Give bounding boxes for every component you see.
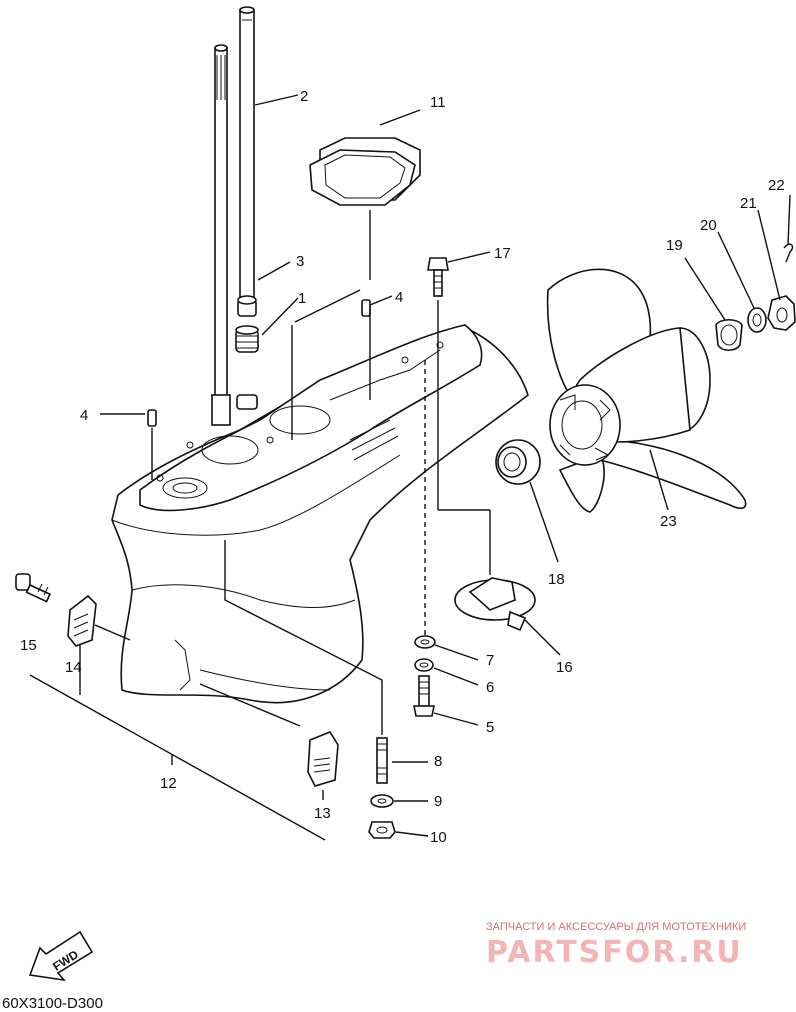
grommet-13	[307, 731, 339, 787]
callout-18: 18	[548, 571, 565, 588]
drive-shaft	[239, 6, 255, 301]
stud-bolt-8	[376, 737, 388, 784]
cotter-pin-22	[783, 243, 794, 263]
callout-3: 3	[296, 253, 304, 270]
callout-labels: 1 2 3 4 4 5 6 7 8 9 10 11 12 13 14 15 16…	[20, 88, 785, 846]
gasket	[309, 137, 421, 206]
bolt-5	[413, 675, 435, 717]
trim-tab-16	[454, 577, 536, 632]
anode-18	[495, 439, 541, 485]
callout-1: 1	[298, 290, 306, 307]
callout-21: 21	[740, 195, 757, 212]
washer-9	[370, 794, 394, 808]
callout-22: 22	[768, 177, 785, 194]
bolt-15	[15, 573, 52, 603]
bolt-17	[427, 257, 449, 297]
nut-10	[368, 821, 396, 839]
watermark-brand: PARTSFOR.RU	[486, 935, 743, 970]
watermark: ЗАПЧАСТИ И АКСЕССУАРЫ ДЛЯ МОТОТЕХНИКИ PA…	[486, 921, 746, 970]
callout-4b: 4	[80, 407, 88, 424]
callout-17: 17	[494, 245, 511, 262]
callout-16: 16	[556, 659, 573, 676]
fwd-arrow-icon: FWD	[28, 930, 94, 982]
leader-lines	[29, 94, 791, 841]
callout-6: 6	[486, 679, 494, 696]
spacer-19	[715, 318, 743, 352]
washer-20	[747, 307, 767, 333]
oil-seal	[235, 325, 259, 353]
callout-23: 23	[660, 513, 677, 530]
lower-case-housing	[111, 324, 529, 704]
grommet-14	[67, 594, 97, 647]
callout-8: 8	[434, 753, 442, 770]
seal-housing	[236, 394, 258, 410]
callout-14: 14	[65, 659, 82, 676]
callout-4a: 4	[395, 289, 403, 306]
callout-5: 5	[486, 719, 494, 736]
diagram-code: 60X3100-D300	[2, 995, 103, 1012]
shift-rod	[211, 44, 231, 426]
watermark-tagline: ЗАПЧАСТИ И АКСЕССУАРЫ ДЛЯ МОТОТЕХНИКИ	[486, 921, 746, 933]
callout-19: 19	[666, 237, 683, 254]
propeller-23	[546, 268, 747, 513]
callout-15: 15	[20, 637, 37, 654]
callout-13: 13	[314, 805, 331, 822]
nut-21	[767, 295, 796, 331]
bushing	[237, 295, 257, 317]
callout-10: 10	[430, 829, 447, 846]
washer-7	[414, 635, 436, 649]
callout-12: 12	[160, 775, 177, 792]
callout-7: 7	[486, 652, 494, 669]
spring-washer-6	[414, 658, 434, 672]
callout-20: 20	[700, 217, 717, 234]
callout-11: 11	[430, 94, 446, 111]
callout-9: 9	[434, 793, 442, 810]
callout-2: 2	[300, 88, 308, 105]
